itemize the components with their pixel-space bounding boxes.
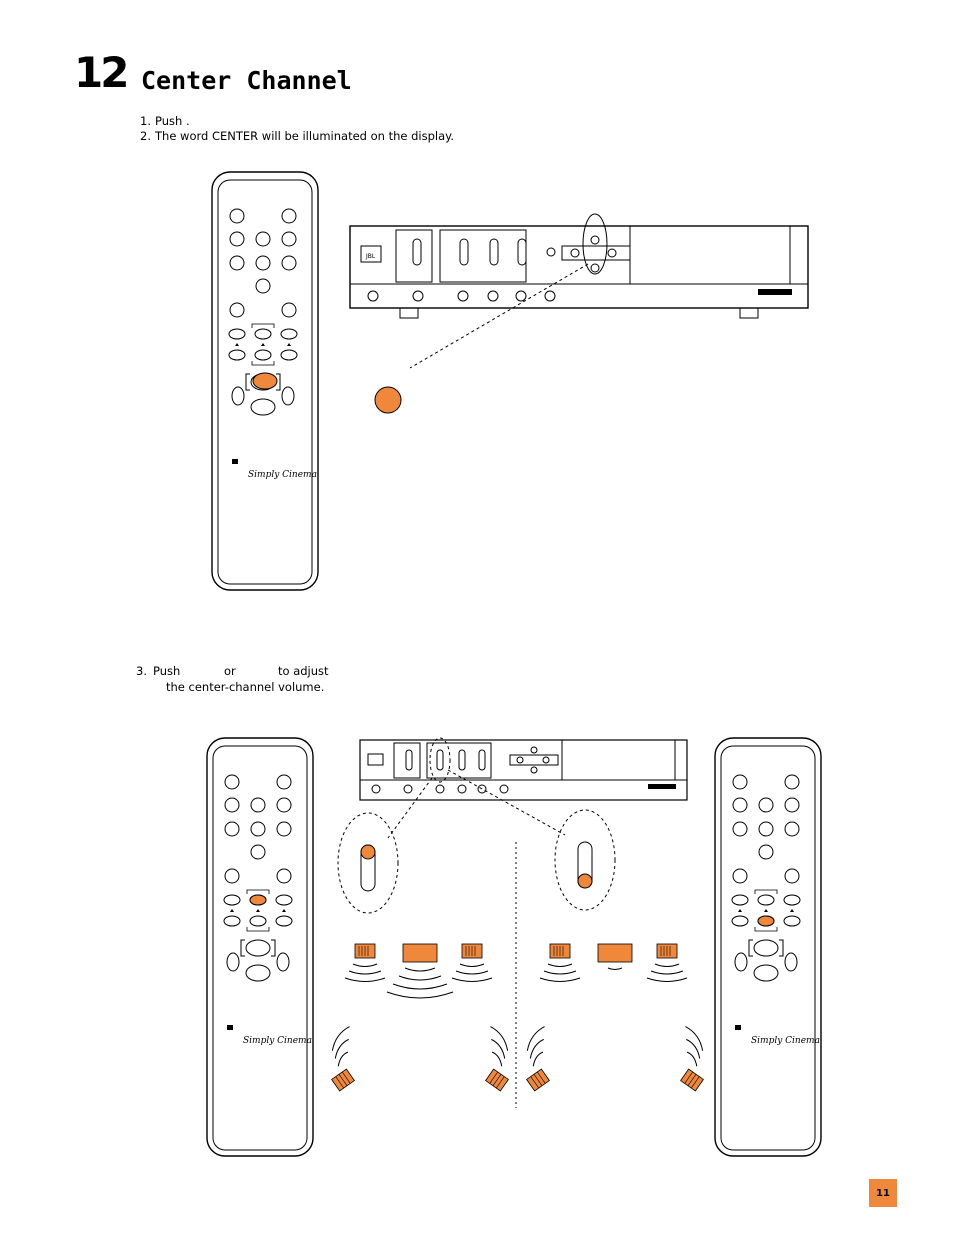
svg-text:JBL: JBL	[365, 253, 376, 260]
remote-control-right	[714, 737, 822, 1157]
step-1: 1.Push .	[140, 114, 190, 128]
section-number: 12	[74, 48, 129, 97]
receiver-bottom	[359, 737, 688, 839]
instruction-list: 1.Push . 2.The word CENTER will be illum…	[140, 114, 454, 144]
speaker-layout-quieter	[507, 943, 723, 1092]
volume-up-detail	[337, 812, 399, 914]
page-title: Center Channel	[141, 66, 352, 95]
step-3-adjust: to adjust	[278, 664, 329, 678]
remote-control-left	[206, 737, 314, 1157]
volume-down-detail	[554, 809, 616, 911]
speaker-layout-louder	[312, 943, 528, 1092]
step-3-or: or	[224, 664, 236, 678]
receiver-top: JBL	[349, 213, 809, 369]
step-2: 2.The word CENTER will be illuminated on…	[140, 129, 454, 143]
page-number: 11	[869, 1179, 897, 1207]
step-3-number: 3.	[136, 664, 147, 678]
step-3-push: Push	[153, 664, 181, 678]
step-3-line2: the center-channel volume.	[166, 680, 325, 694]
remote-control-top	[211, 171, 319, 591]
center-button-callout	[374, 386, 402, 414]
